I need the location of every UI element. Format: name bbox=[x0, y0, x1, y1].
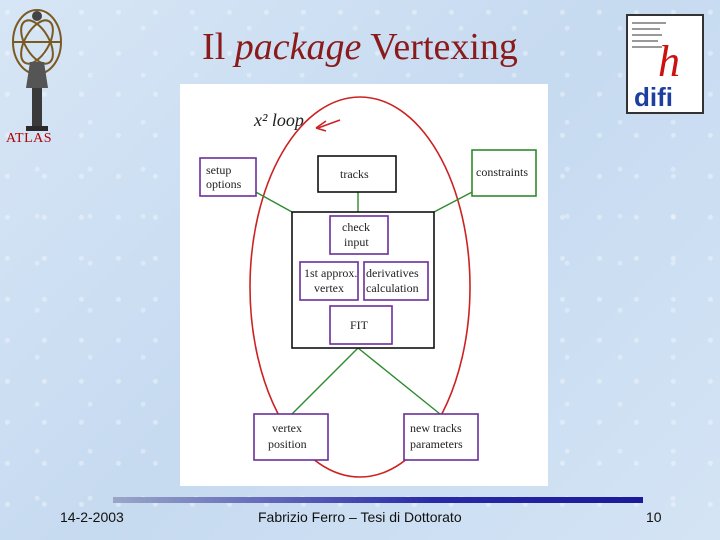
approx-line2: vertex bbox=[314, 281, 344, 295]
loop-label: x² loop bbox=[253, 110, 304, 130]
title-prefix: Il bbox=[202, 26, 226, 68]
constraints-box bbox=[471, 149, 537, 197]
newtracks-line2: parameters bbox=[410, 437, 463, 451]
check-line1: check bbox=[342, 220, 370, 234]
newtracks-line1: new tracks bbox=[410, 421, 462, 435]
atlas-logo bbox=[12, 9, 62, 131]
vertex-line2: position bbox=[268, 437, 307, 451]
fit-box bbox=[329, 305, 393, 345]
setup-options-box bbox=[199, 157, 257, 197]
atlas-label: ATLAS bbox=[6, 131, 53, 146]
check-line2: input bbox=[344, 235, 369, 249]
vertex-position-box bbox=[253, 413, 329, 461]
difi-text: difi bbox=[634, 82, 673, 112]
slide-title: Il package Vertexing bbox=[0, 24, 720, 70]
diagram-canvas: x² loop setup options tracks constraints… bbox=[199, 96, 537, 478]
deriv-line2: calculation bbox=[366, 281, 419, 295]
loop-arrowhead bbox=[315, 120, 327, 132]
vertex-line1: vertex bbox=[272, 421, 302, 435]
green-connectors bbox=[251, 189, 477, 415]
setup-line1: setup bbox=[206, 163, 231, 177]
footer-author: Fabrizio Ferro – Tesi di Dottorato bbox=[258, 509, 462, 525]
tracks-label: tracks bbox=[340, 167, 369, 181]
fit-label: FIT bbox=[350, 318, 369, 332]
constraints-label: constraints bbox=[476, 165, 528, 179]
svg-text:h: h bbox=[658, 37, 680, 86]
deriv-line1: derivatives bbox=[366, 266, 419, 280]
title-italic: package bbox=[234, 26, 362, 68]
footer-date: 14-2-2003 bbox=[60, 509, 124, 525]
check-input-box bbox=[329, 215, 389, 255]
difi-logo: h difi bbox=[626, 14, 704, 114]
tracks-box bbox=[317, 155, 397, 193]
loop-arrow bbox=[317, 119, 341, 129]
vertexing-diagram: x² loop setup options tracks constraints… bbox=[180, 84, 548, 486]
difi-logo-graphic: h difi bbox=[632, 22, 680, 112]
footer-divider bbox=[113, 497, 643, 503]
new-tracks-box bbox=[403, 413, 479, 461]
approx-line1: 1st approx. bbox=[304, 266, 357, 280]
page-number: 10 bbox=[646, 509, 662, 525]
chi2-loop-ellipse bbox=[249, 96, 471, 478]
setup-line2: options bbox=[206, 177, 242, 191]
title-suffix: Vertexing bbox=[370, 26, 518, 68]
approx-vertex-box bbox=[299, 261, 359, 301]
derivatives-box bbox=[363, 261, 429, 301]
